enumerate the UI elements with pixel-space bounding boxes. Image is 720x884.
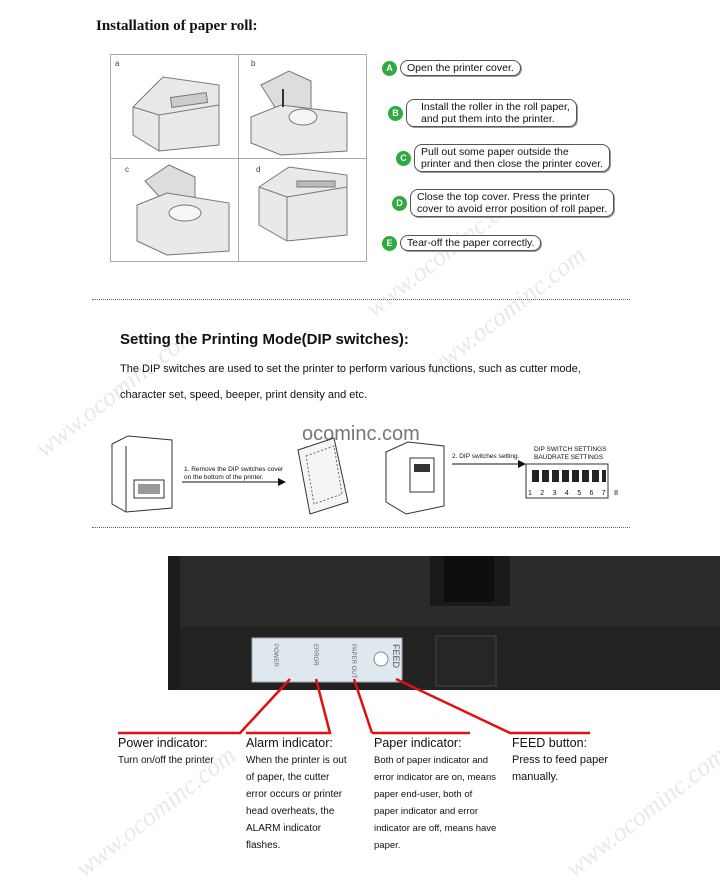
indicator-desc: Press to feed paper xyxy=(512,754,609,766)
indicator-feed: FEED button: Press to feed paper manuall… xyxy=(512,736,642,786)
printer-photos xyxy=(132,70,348,256)
photo-label: a xyxy=(115,59,120,68)
indicator-desc: paper. xyxy=(374,840,401,851)
indicator-desc: indicator are off, means have xyxy=(374,823,497,834)
indicator-desc: Both of paper indicator and xyxy=(374,755,489,766)
step-d: D Close the top cover. Press the printer… xyxy=(392,189,615,217)
indicator-desc: of paper, the cutter xyxy=(246,772,330,783)
indicator-title: Alarm indicator: xyxy=(246,736,333,750)
step-letter: D xyxy=(392,195,407,211)
printer-front-panel: POWER ERROR PAPER OUT FEED xyxy=(168,556,720,690)
indicator-desc: error indicator are on, means xyxy=(374,772,496,783)
step-text: Open the printer cover. xyxy=(400,60,521,76)
dip-subtitle: BAUDRATE SETTINGS xyxy=(534,454,604,461)
step-a: A Open the printer cover. xyxy=(382,60,521,76)
installation-photo-grid: a b c d xyxy=(110,54,367,262)
section-title-installation: Installation of paper roll: xyxy=(96,18,258,34)
dip-step2-note: 2. DIP switches setting. xyxy=(452,453,520,460)
indicator-title: Paper indicator: xyxy=(374,736,462,750)
indicator-desc: flashes. xyxy=(246,840,281,851)
indicator-desc: When the printer is out xyxy=(246,755,347,766)
step-e: E Tear-off the paper correctly. xyxy=(382,235,542,251)
indicator-desc: paper indicator and error xyxy=(374,806,479,817)
step-letter: C xyxy=(396,150,411,166)
step-text: Tear-off the paper correctly. xyxy=(400,235,542,251)
indicator-desc: paper end-user, both of xyxy=(374,789,473,800)
dip-description-line1: The DIP switches are used to set the pri… xyxy=(120,363,581,375)
dip-title: DIP SWITCH SETTINGS xyxy=(534,446,607,453)
divider xyxy=(92,527,630,528)
step-letter: B xyxy=(388,105,403,121)
indicator-desc: head overheats, the xyxy=(246,806,335,817)
indicator-title: FEED button: xyxy=(512,736,588,750)
dip-step1-note: 1. Remove the DIP switches cover on the … xyxy=(184,466,284,481)
photo-label: c xyxy=(125,165,129,174)
callout-lines xyxy=(118,677,590,735)
step-c: C Pull out some paper outside the printe… xyxy=(396,144,611,172)
photo-label: b xyxy=(251,59,256,68)
step-letter: E xyxy=(382,235,397,251)
step-text: Close the top cover. Press the printer c… xyxy=(410,189,615,217)
step-b: B Install the roller in the roll paper, … xyxy=(388,99,577,127)
step-text: Pull out some paper outside the printer … xyxy=(414,144,611,172)
indicator-power: Power indicator: Turn on/off the printer xyxy=(118,736,238,769)
dip-illustration xyxy=(111,435,609,515)
step-letter: A xyxy=(382,60,397,76)
step-text: Install the roller in the roll paper, an… xyxy=(406,99,577,127)
indicator-desc: manually. xyxy=(512,771,559,783)
indicator-paper: Paper indicator: Both of paper indicator… xyxy=(374,736,504,854)
indicator-title: Power indicator: xyxy=(118,736,208,750)
photo-label: d xyxy=(256,165,261,174)
section-title-dip: Setting the Printing Mode(DIP switches): xyxy=(120,331,409,348)
indicator-desc: Turn on/off the printer xyxy=(118,755,214,766)
indicator-desc: ALARM indicator xyxy=(246,823,322,834)
indicator-alarm: Alarm indicator: When the printer is out… xyxy=(246,736,371,854)
divider xyxy=(92,299,630,300)
dip-description-line2: character set, speed, beeper, print dens… xyxy=(120,389,368,401)
indicator-desc: error occurs or printer xyxy=(246,789,343,800)
